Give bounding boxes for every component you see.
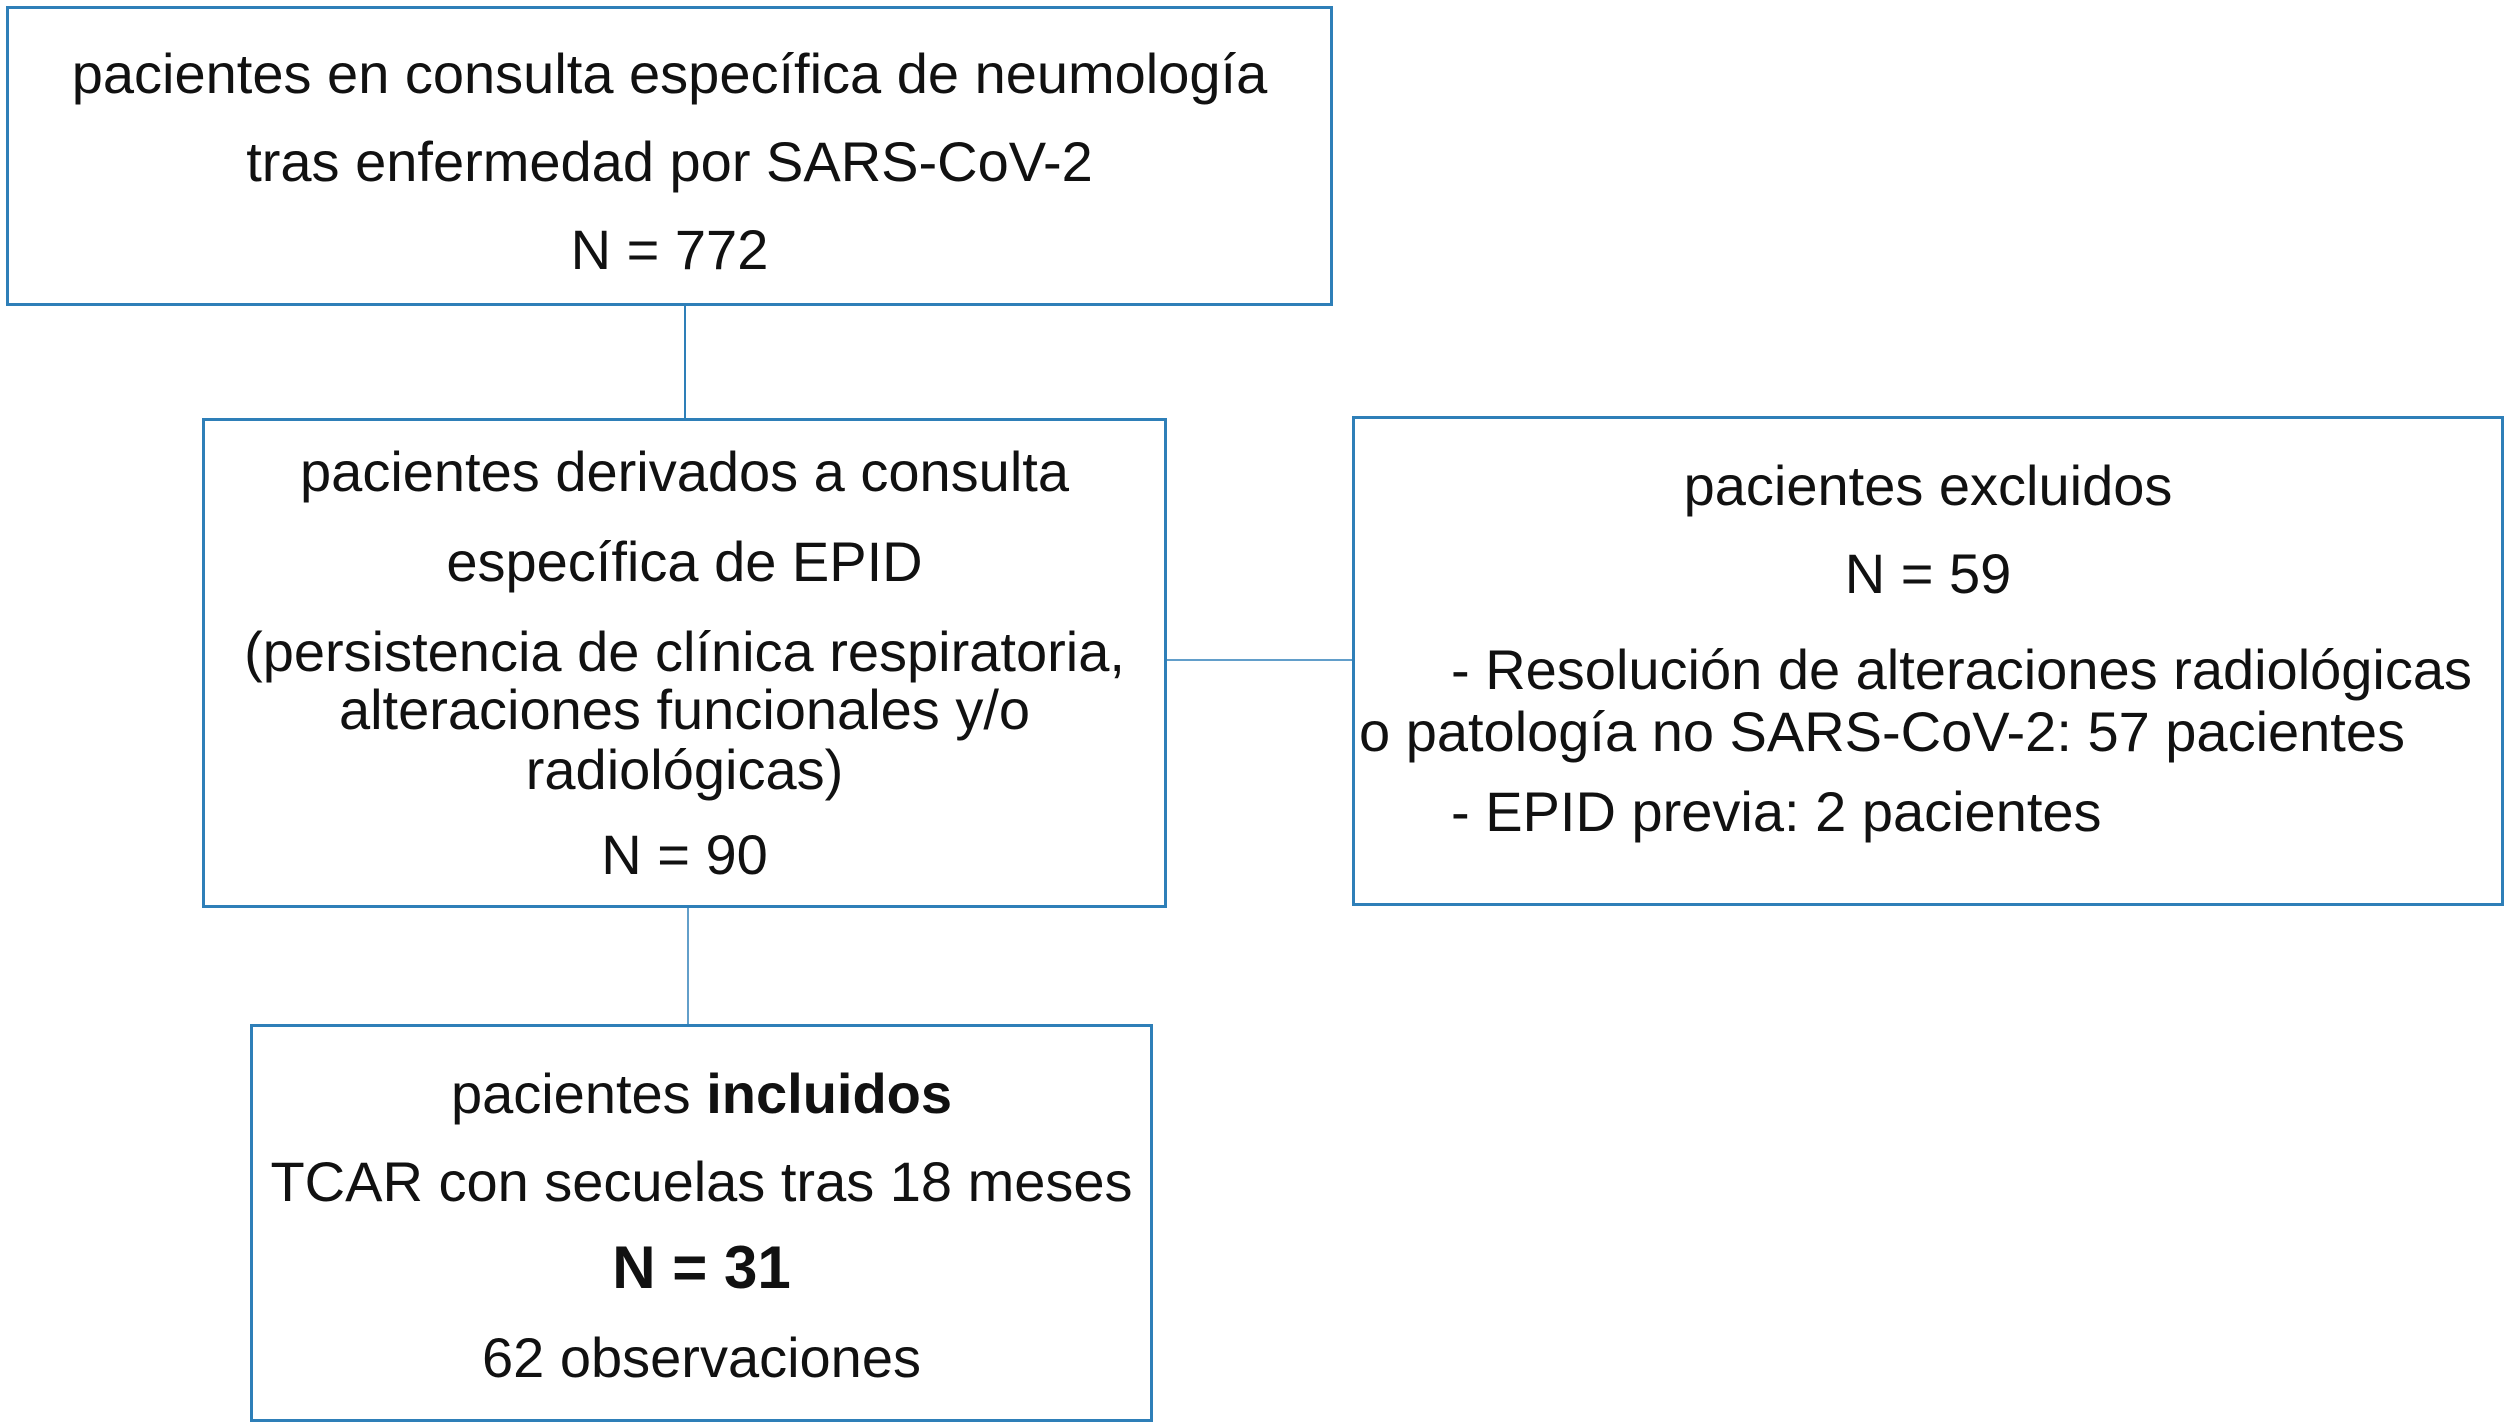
top-box-line2: tras enfermedad por SARS-CoV-2 bbox=[246, 130, 1093, 193]
derived-box-note1: (persistencia de clínica respiratoria, bbox=[244, 620, 1125, 683]
included-title-prefix: pacientes bbox=[450, 1062, 707, 1125]
included-box-count: N = 31 bbox=[612, 1234, 791, 1301]
derived-box-count: N = 90 bbox=[601, 823, 768, 886]
box-included-patients: pacientes incluidos TCAR con secuelas tr… bbox=[250, 1024, 1153, 1422]
top-box-line1: pacientes en consulta específica de neum… bbox=[71, 42, 1268, 105]
included-box-subtitle: TCAR con secuelas tras 18 meses bbox=[270, 1150, 1133, 1213]
derived-box-note2: alteraciones funcionales y/o bbox=[338, 678, 1031, 741]
box-consultation-patients: pacientes en consulta específica de neum… bbox=[6, 6, 1333, 306]
included-box-observations: 62 observaciones bbox=[482, 1326, 921, 1389]
box-derived-patients: pacientes derivados a consulta específic… bbox=[202, 418, 1167, 908]
included-title-bold: incluidos bbox=[706, 1062, 953, 1125]
top-box-count: N = 772 bbox=[570, 218, 769, 281]
excluded-item1-line2: o patología no SARS-CoV-2: 57 pacientes bbox=[1359, 700, 2406, 763]
box-excluded-patients: pacientes excluidos N = 59 - Resolución … bbox=[1352, 416, 2504, 906]
derived-box-note3: radiológicas) bbox=[525, 738, 844, 801]
derived-box-line1: pacientes derivados a consulta bbox=[300, 440, 1069, 503]
excluded-box-title: pacientes excluidos bbox=[1683, 454, 2173, 517]
excluded-box-count: N = 59 bbox=[1844, 542, 2012, 605]
derived-box-line2: específica de EPID bbox=[446, 530, 923, 593]
excluded-item2: - EPID previa: 2 pacientes bbox=[1451, 780, 2102, 843]
included-box-title: pacientes incluidos bbox=[253, 1063, 1150, 1125]
excluded-item1-line1: - Resolución de alteraciones radiológica… bbox=[1451, 638, 2473, 701]
